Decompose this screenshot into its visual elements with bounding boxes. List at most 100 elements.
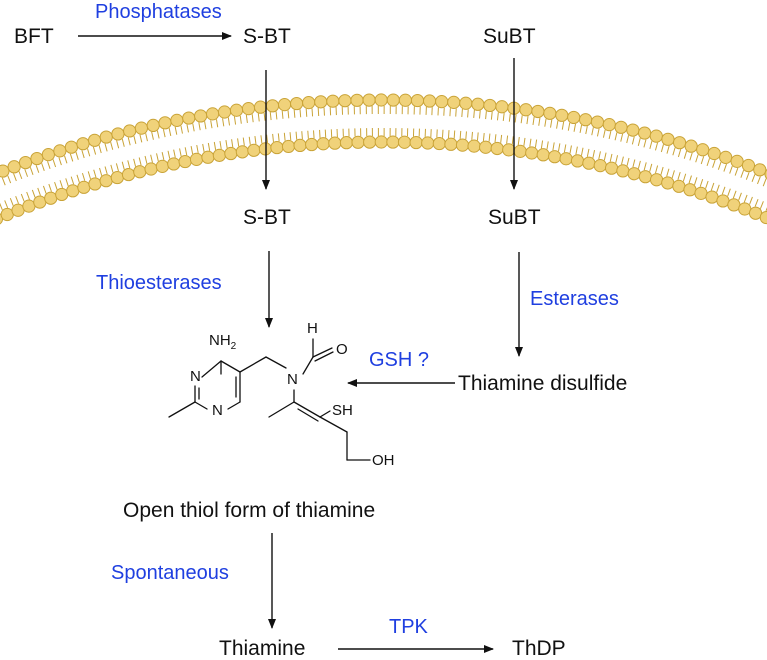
lipid-tail (88, 171, 90, 179)
lipid-tail (661, 167, 663, 175)
lipid-tail (730, 166, 733, 174)
lipid-tail (684, 151, 686, 159)
lipid-tail (474, 110, 475, 118)
lipid-tail (174, 150, 176, 158)
lipid-tail (507, 136, 508, 144)
lipid-tail (197, 145, 198, 153)
lipid-tail (146, 133, 148, 141)
lipid-head (282, 140, 294, 152)
compound-thiamine: Thiamine (219, 638, 305, 659)
lipid-tail (25, 169, 28, 177)
compound-sbt-intracellular: S-BT (243, 207, 291, 228)
lipid-head (754, 164, 766, 176)
lipid-tail (53, 159, 56, 167)
lipid-head (544, 107, 556, 119)
lipid-tail (521, 115, 522, 123)
lipid-tail (491, 112, 492, 120)
lipid-head (306, 138, 318, 150)
lipid-head (254, 101, 266, 113)
enzyme-thioesterases: Thioesterases (96, 273, 222, 293)
lipid-head (728, 199, 740, 211)
lipid-head (583, 157, 595, 169)
lipid-tail (604, 153, 606, 161)
lipid-head (433, 137, 445, 149)
lipid-tail (181, 126, 183, 134)
lipid-head (179, 155, 191, 167)
lipid-tail (650, 141, 652, 149)
lipid-tail (581, 148, 583, 156)
lipid-head (124, 125, 136, 137)
lipid-tail (60, 180, 63, 188)
lipid-tail (495, 134, 496, 142)
lipid-tail (193, 123, 194, 131)
lipid-tail (718, 162, 721, 170)
lipid-tail (240, 116, 241, 124)
lipid-tail (615, 132, 617, 140)
lipid-head (560, 153, 572, 165)
lipid-tail (252, 114, 253, 122)
lipid-tail (249, 137, 250, 145)
lipid-head (423, 95, 435, 107)
lipid-tail (5, 200, 8, 207)
lipid-head (236, 146, 248, 158)
lipid-tail (587, 149, 589, 157)
lipid-tail (168, 151, 170, 159)
lipid-tail (151, 155, 153, 163)
lipid-tail (755, 199, 758, 206)
lipid-tail (696, 155, 698, 163)
lipid-tail (700, 179, 702, 187)
lipid-tail (43, 186, 46, 194)
lipid-tail (288, 110, 289, 118)
lipid-head (526, 147, 538, 159)
lipid-tail (750, 197, 753, 204)
lipid-head (56, 188, 68, 200)
lipid-tail (683, 174, 685, 182)
lipid-tail (82, 150, 84, 158)
lipid-tail (597, 129, 599, 137)
lipid-tail (757, 176, 760, 183)
lipid-tail (306, 109, 307, 117)
lipid-tail (21, 194, 24, 201)
lipid-head (387, 136, 399, 148)
lipid-head (206, 108, 218, 120)
lipid-head (271, 141, 283, 153)
lipid-head (571, 155, 583, 167)
lipid-head (171, 114, 183, 126)
lipid-tail (454, 131, 455, 139)
lipid-tail (246, 115, 247, 123)
lipid-tail (672, 170, 674, 178)
lipid-head (460, 97, 472, 109)
lipid-head (468, 140, 480, 152)
lipid-head (19, 156, 31, 168)
lipid-tail (55, 182, 58, 190)
lipid-tail (232, 139, 233, 147)
lipid-tail (214, 142, 215, 150)
enzyme-tpk: TPK (389, 617, 428, 637)
atom-hydroxyl-oh: OH (372, 453, 395, 468)
process-spontaneous: Spontaneous (111, 563, 229, 583)
lipid-tail (530, 139, 531, 147)
lipid-tail (655, 166, 657, 174)
lipid-tail (191, 146, 192, 154)
lipid-tail (570, 145, 571, 153)
lipid-head (89, 178, 101, 190)
lipid-head (684, 184, 696, 196)
lipid-tail (448, 130, 449, 138)
lipid-tail (574, 124, 575, 132)
lipid-tail (300, 109, 301, 117)
atom-ring-nitrogen-top: N (190, 369, 201, 384)
lipid-head (580, 114, 592, 126)
lipid-tail (763, 179, 766, 186)
lipid-tail (49, 184, 52, 192)
lipid-head (202, 151, 214, 163)
lipid-tail (261, 135, 262, 143)
lipid-head (731, 155, 743, 167)
lipid-head (111, 171, 123, 183)
lipid-head (339, 95, 351, 107)
lipid-tail (541, 141, 542, 149)
lipid-head (650, 174, 662, 186)
lipid-head (673, 180, 685, 192)
lipid-head (23, 200, 35, 212)
lipid-tail (145, 156, 147, 164)
lipid-tail (238, 138, 239, 146)
